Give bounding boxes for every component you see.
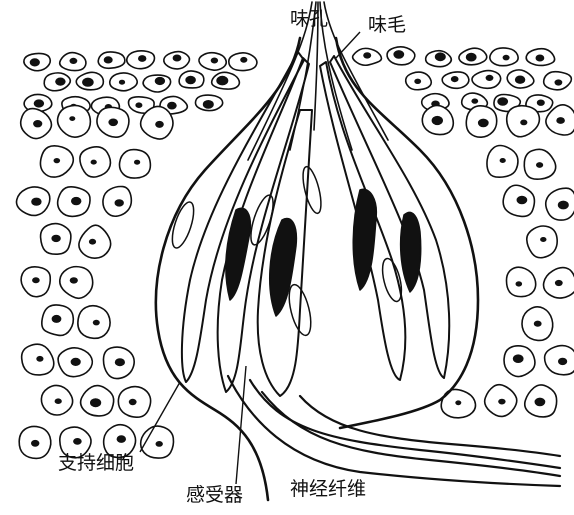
cell-nucleus [90, 398, 101, 407]
cell-nucleus [414, 79, 421, 84]
cell-nucleus [108, 119, 118, 127]
cell-nucleus [536, 162, 543, 168]
cell-nucleus [156, 441, 163, 447]
cell-nucleus [515, 76, 525, 84]
cell-nucleus [155, 77, 165, 85]
receptor-cell-body [270, 218, 297, 316]
cell-nucleus [73, 438, 82, 445]
cell-nucleus [82, 78, 94, 87]
cell-nucleus [555, 280, 563, 286]
cell-nucleus [185, 76, 196, 85]
cell-nucleus [558, 201, 569, 210]
cell-nucleus [536, 55, 545, 62]
cell-nucleus [500, 158, 506, 163]
cell-nucleus [52, 315, 62, 323]
supporting-cell-nucleus [246, 193, 277, 247]
cell-nucleus [540, 237, 546, 242]
cell-nucleus [173, 55, 182, 62]
cell-nucleus [555, 79, 563, 85]
cell-nucleus [155, 121, 164, 128]
label-receptor: 感受器 [186, 484, 243, 506]
cell-nucleus [70, 277, 78, 283]
cell-nucleus [451, 76, 459, 82]
label-taste-hair: 味毛 [368, 14, 406, 36]
cell-nucleus [503, 55, 510, 61]
cell-nucleus [556, 117, 565, 124]
cell-nucleus [93, 320, 100, 326]
supporting-cell-nucleus [379, 257, 405, 304]
cell-nucleus [471, 98, 478, 103]
cell-nucleus [33, 120, 42, 127]
cell-nucleus [558, 358, 567, 365]
cell-nucleus [498, 399, 505, 405]
cell-nucleus [31, 198, 41, 206]
cell-nucleus [135, 102, 142, 108]
cell-nucleus [34, 99, 44, 107]
epithelial-cell [506, 267, 535, 296]
cell-nucleus [455, 400, 461, 405]
cell-nucleus [55, 78, 65, 86]
receptor-cell-body [226, 208, 251, 300]
cell-nucleus [119, 80, 125, 85]
cell-nucleus [71, 358, 81, 366]
cell-nucleus [203, 100, 214, 109]
cell-nucleus [54, 158, 61, 163]
cell-nucleus [115, 199, 124, 206]
cell-nucleus [71, 197, 81, 205]
cell-nucleus [432, 116, 443, 125]
cell-nucleus [70, 58, 78, 64]
cell-nucleus [497, 97, 508, 106]
cell-nucleus [466, 53, 477, 62]
cell-nucleus [89, 239, 96, 245]
label-supporting-cell: 支持细胞 [58, 452, 134, 474]
cell-nucleus [36, 356, 43, 362]
cell-nucleus [363, 52, 371, 58]
cell-nucleus [138, 55, 146, 62]
cell-nucleus [534, 321, 542, 327]
cell-nucleus [435, 52, 446, 61]
cell-nucleus [478, 119, 489, 128]
cell-nucleus [134, 160, 140, 165]
cell-nucleus [55, 398, 62, 404]
cell-nucleus [115, 358, 125, 366]
cell-nucleus [31, 440, 39, 447]
epithelial-cell [527, 226, 557, 258]
cell-nucleus [104, 56, 113, 63]
cell-nucleus [393, 50, 404, 59]
cell-nucleus [211, 58, 218, 64]
epithelial-cell [58, 105, 91, 137]
cell-nucleus [513, 354, 524, 363]
cell-nucleus [30, 58, 40, 66]
cell-nucleus [520, 120, 527, 126]
cell-nucleus [486, 75, 494, 81]
cell-nucleus [537, 100, 545, 106]
supporting-cell-nucleus [299, 165, 324, 215]
cell-nucleus [129, 399, 137, 405]
leader-receptor [236, 366, 246, 484]
cell-nucleus [91, 160, 97, 165]
label-taste-pore: 味孔 [290, 8, 328, 30]
cell-nucleus [535, 398, 546, 407]
cell-nucleus [117, 435, 126, 443]
cell-nucleus [32, 277, 40, 283]
cell-nucleus [516, 281, 523, 286]
cell-nucleus [216, 76, 228, 86]
cell-nucleus [69, 116, 75, 121]
cell-nucleus [517, 196, 528, 205]
cell-nucleus [51, 235, 60, 242]
cell-nucleus [240, 57, 247, 63]
cell-nucleus [167, 102, 177, 110]
label-nerve-fiber: 神经纤维 [290, 478, 366, 500]
receptor-cell-body [401, 212, 421, 292]
